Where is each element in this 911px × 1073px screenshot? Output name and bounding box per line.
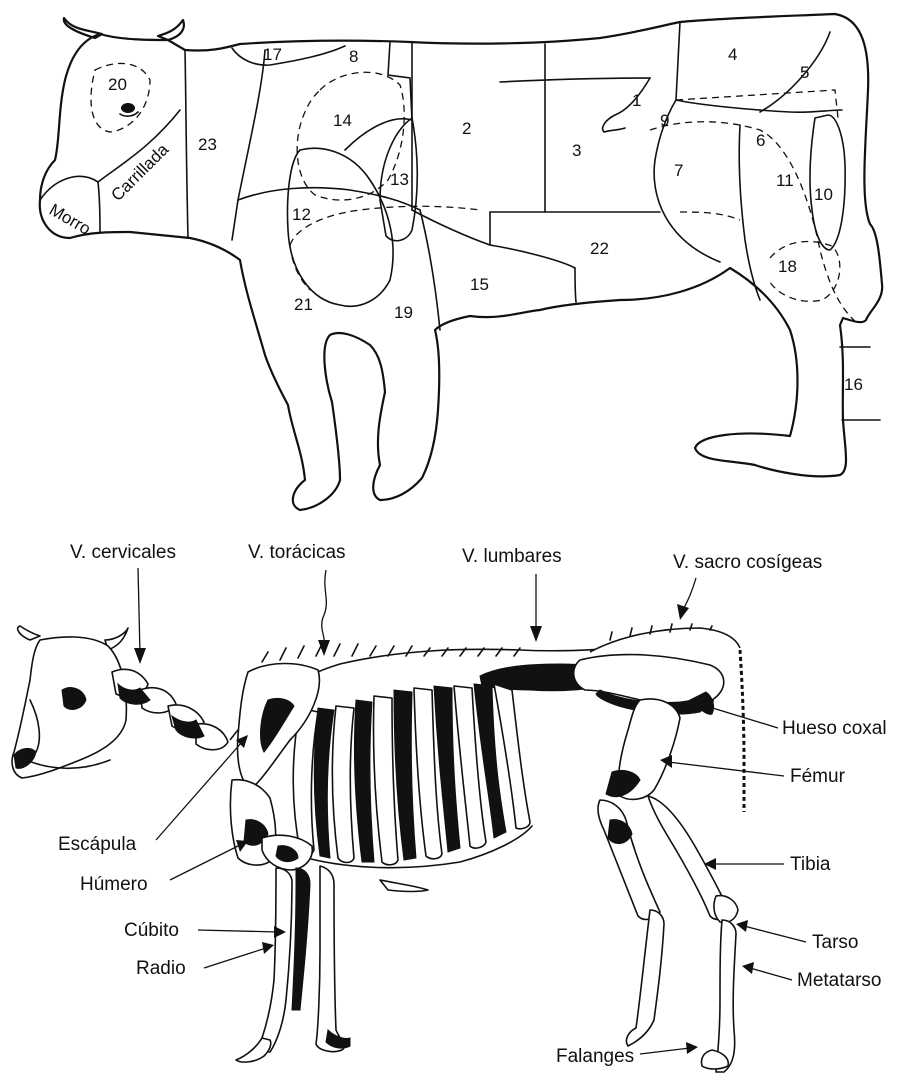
- cut-number-6: 6: [756, 131, 765, 150]
- cut-label-carrillada: Carrillada: [107, 140, 172, 205]
- cut-number-14: 14: [333, 111, 352, 130]
- label-v-sacro-cosigeas: V. sacro cosígeas: [673, 552, 822, 573]
- cut-number-18: 18: [778, 257, 797, 276]
- label-metatarso: Metatarso: [797, 970, 881, 991]
- label-v-toracicas: V. torácicas: [248, 542, 346, 563]
- cut-number-19: 19: [394, 303, 413, 322]
- label-radio: Radio: [136, 958, 186, 979]
- label-v-cervicales: V. cervicales: [70, 542, 176, 563]
- label-tibia: Tibia: [790, 854, 831, 875]
- cervical-vertebrae: [112, 669, 228, 749]
- cut-number-22: 22: [590, 239, 609, 258]
- cut-number-13: 13: [390, 170, 409, 189]
- cut-number-8: 8: [349, 47, 358, 66]
- label-tarso: Tarso: [812, 932, 858, 953]
- label-humero: Húmero: [80, 874, 148, 895]
- ribs: [293, 684, 532, 892]
- cut-number-10: 10: [814, 185, 833, 204]
- cut-number-3: 3: [572, 141, 581, 160]
- cut-number-17: 17: [263, 45, 282, 64]
- cut-number-20: 20: [108, 75, 127, 94]
- cut-number-12: 12: [292, 205, 311, 224]
- cut-number-15: 15: [470, 275, 489, 294]
- cut-number-5: 5: [800, 63, 809, 82]
- label-cubito: Cúbito: [124, 920, 179, 941]
- cut-number-21: 21: [294, 295, 313, 314]
- cut-number-9: 9: [660, 111, 669, 130]
- femur: [606, 699, 680, 799]
- label-falanges: Falanges: [556, 1046, 634, 1067]
- cow-skeleton-diagram: V. cervicales V. torácicas V. lumbares V…: [12, 542, 886, 1072]
- cut-number-1: 1: [632, 91, 641, 110]
- cut-number-4: 4: [728, 45, 737, 64]
- label-v-lumbares: V. lumbares: [462, 546, 562, 567]
- front-legs: [236, 866, 350, 1062]
- cow-eye: [121, 103, 135, 113]
- cut-number-2: 2: [462, 119, 471, 138]
- cow-cuts-diagram: Morro Carrillada 1 2 3 4 5 6 7 8 9 10 11…: [40, 14, 882, 510]
- skull: [12, 626, 128, 778]
- cow-body-outline: [40, 14, 882, 510]
- label-femur: Fémur: [790, 766, 846, 787]
- label-hueso-coxal: Hueso coxal: [782, 718, 887, 739]
- rear-legs: [598, 796, 738, 1072]
- cut-number-23: 23: [198, 135, 217, 154]
- cut-number-7: 7: [674, 161, 683, 180]
- horn-right: [158, 20, 184, 40]
- cut-number-11: 11: [776, 171, 794, 190]
- label-escapula: Escápula: [58, 834, 137, 855]
- cut-number-16: 16: [844, 375, 863, 394]
